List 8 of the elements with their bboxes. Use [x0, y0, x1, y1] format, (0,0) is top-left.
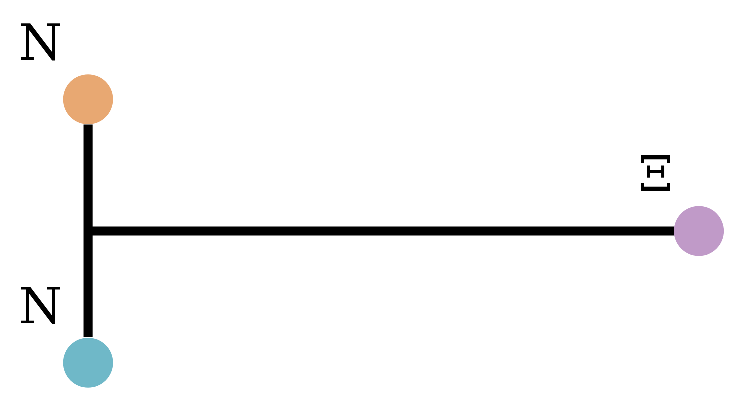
node-label: N	[18, 14, 62, 72]
connector	[84, 124, 93, 338]
node-label: Ξ	[638, 146, 674, 204]
connector	[90, 226, 674, 236]
node-circle	[63, 338, 114, 388]
node-circle	[674, 206, 724, 256]
node-circle	[63, 74, 114, 125]
node-label: N	[18, 277, 62, 336]
